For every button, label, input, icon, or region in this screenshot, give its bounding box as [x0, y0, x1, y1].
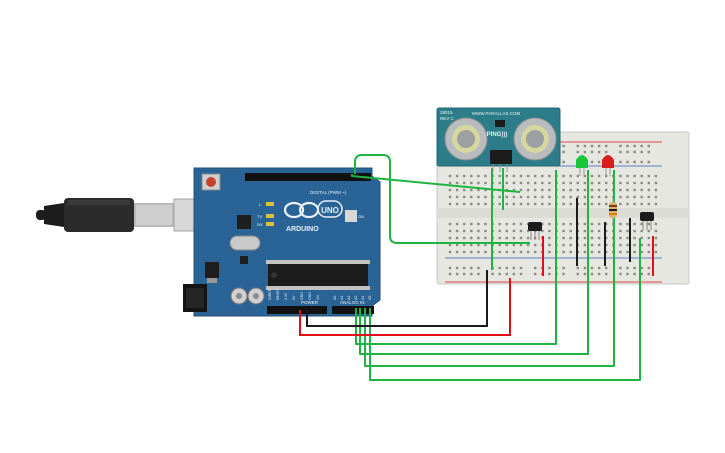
power-pin-label: GND: [308, 292, 312, 300]
power-pin-label: Vin: [316, 295, 320, 300]
microcontroller-chip: [266, 260, 370, 290]
digital-header: [245, 173, 371, 181]
analog-pin-label: A1: [340, 296, 344, 300]
power-pin-labels: IOREF RESET 3.3V 5V GND GND Vin: [268, 287, 320, 300]
analog-pin-label: A2: [347, 296, 351, 300]
power-pin-label: GND: [300, 292, 304, 300]
crystal-icon: [229, 235, 261, 251]
arduino-logo-icon: [283, 200, 343, 219]
ping-ultrasonic-sensor[interactable]: [436, 107, 561, 172]
transistor-icon[interactable]: [640, 212, 654, 230]
reset-button-icon[interactable]: [201, 173, 221, 191]
regulator-icon: [205, 262, 219, 278]
arduino-uno-board[interactable]: [183, 167, 381, 317]
rx-led-label: RX: [257, 222, 263, 227]
analog-pin-label: A3: [354, 296, 358, 300]
analog-pin-label: A4: [361, 296, 365, 300]
power-pin-label: IOREF: [268, 288, 272, 300]
transducer-left-icon: [444, 117, 488, 161]
power-pin-label: RESET: [276, 287, 280, 300]
arduino-model-label: UNO: [321, 206, 339, 215]
power-header-pins: [267, 306, 327, 314]
analog-pin-label: A5: [368, 296, 372, 300]
sensor-part-label: 28015: [440, 110, 453, 115]
sensor-model-label: PING))): [487, 132, 508, 138]
power-pin-label: 3.3V: [284, 292, 288, 300]
analog-header-pins: [332, 306, 374, 314]
resistor-icon[interactable]: [609, 196, 617, 226]
digital-header-label: DIGITAL (PWM ~): [310, 190, 347, 195]
power-pin-label: 5V: [292, 295, 296, 300]
on-led-label: ON: [358, 214, 364, 219]
led-icon[interactable]: [602, 155, 614, 176]
arduino-brand-label: ARDUINO: [286, 226, 319, 233]
sensor-revision-label: REV C: [440, 116, 455, 121]
red-power-wire: [299, 278, 511, 336]
analog-pin-label: A0: [333, 296, 337, 300]
transducer-right-icon: [513, 117, 557, 161]
sensor-website-label: WWW.PARALLAX.COM: [472, 111, 521, 116]
transistor-icon[interactable]: [528, 222, 542, 240]
l-led-label: L: [259, 202, 262, 207]
usb-cable-icon: [36, 198, 211, 232]
tx-led-label: TX: [257, 214, 262, 219]
power-jack-icon: [183, 284, 207, 312]
black-ground-wire: [306, 270, 488, 327]
analog-header-label: ANALOG IN: [340, 300, 365, 305]
usb-chip-icon: [237, 215, 251, 229]
led-on-indicator: [345, 210, 357, 222]
power-header-label: POWER: [301, 300, 319, 305]
led-icon[interactable]: [576, 155, 588, 176]
